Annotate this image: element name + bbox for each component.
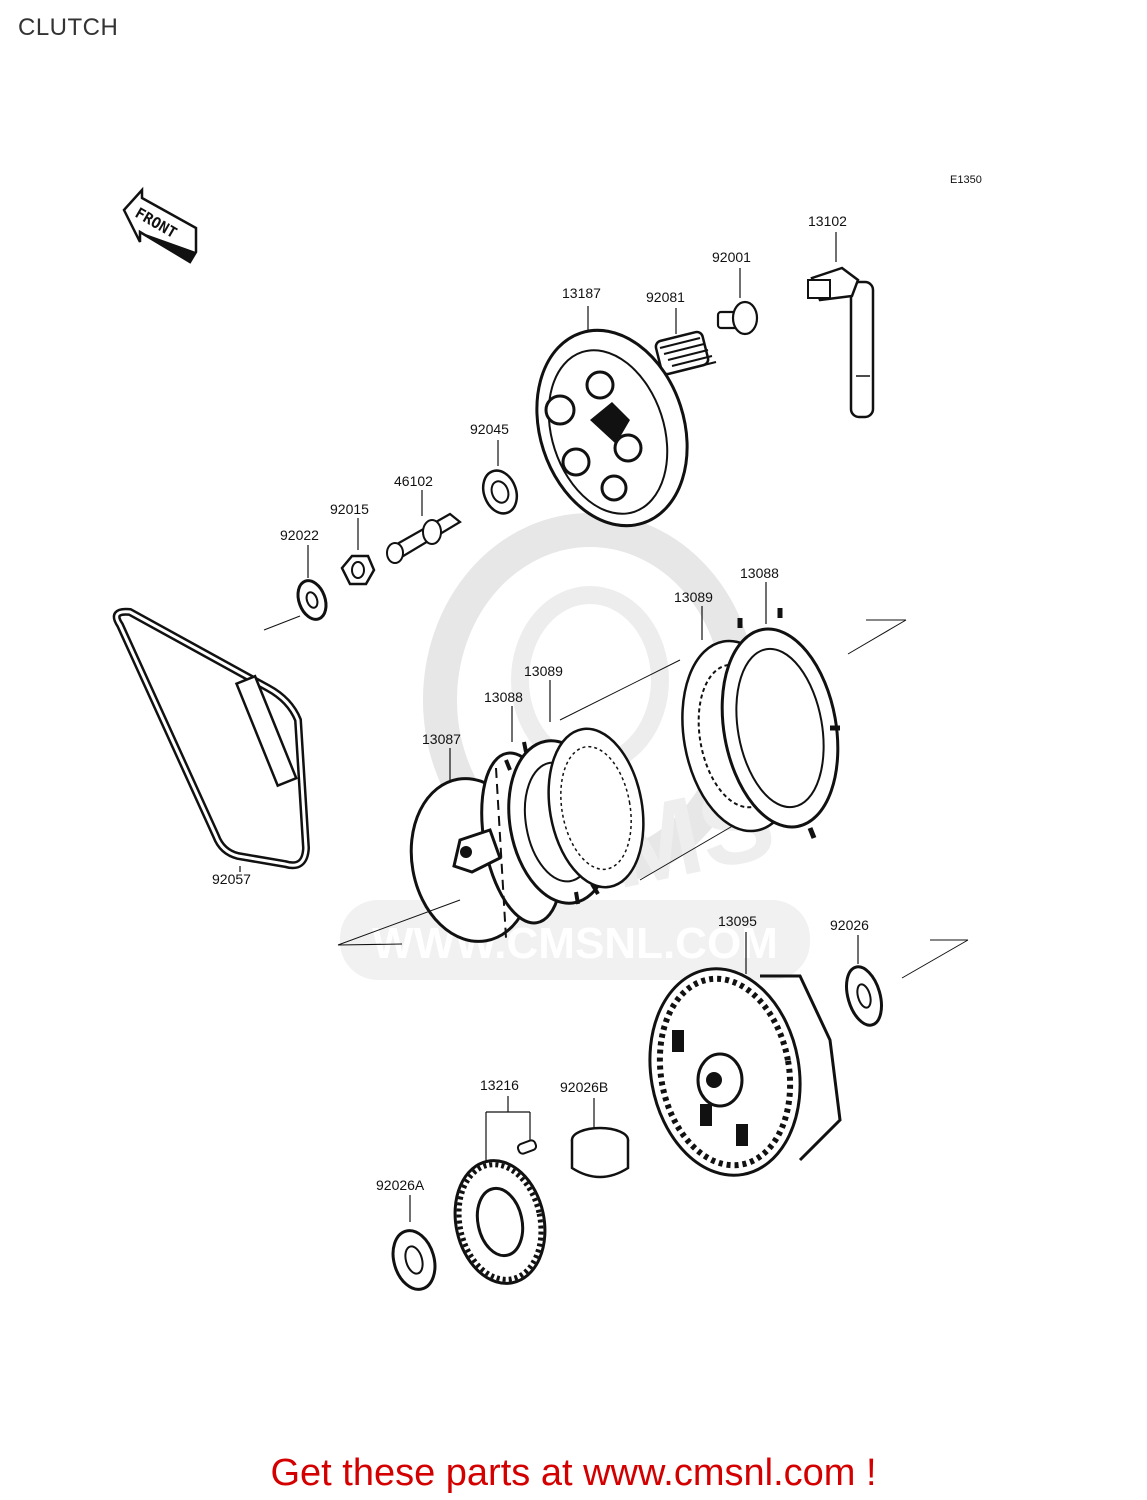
label-92022: 92022	[280, 527, 319, 543]
label-92026A: 92026A	[376, 1177, 425, 1193]
front-arrow-icon: FRONT	[122, 186, 198, 264]
collar	[570, 1098, 630, 1179]
pressure-plate	[535, 306, 689, 528]
label-92081: 92081	[646, 289, 685, 305]
label-13187: 13187	[562, 285, 601, 301]
label-13087: 13087	[422, 731, 461, 747]
parts-diagram: WWW.CMSNL.COM CMS E1350 FRONT	[112, 174, 982, 1291]
label-13216: 13216	[480, 1077, 519, 1093]
page-title: CLUTCH	[18, 14, 119, 41]
release-bearing	[481, 440, 519, 515]
clutch-nut	[340, 518, 376, 586]
push-rod	[386, 490, 462, 564]
label-92001: 92001	[712, 249, 751, 265]
label-13089-outer: 13089	[674, 589, 713, 605]
label-13088-inner: 13088	[484, 689, 523, 705]
clutch-housing	[648, 932, 842, 1177]
push-rod-lever	[807, 232, 875, 419]
oil-pump-chain	[112, 607, 311, 872]
label-13095: 13095	[718, 913, 757, 929]
clutch-spring	[654, 308, 717, 376]
label-92026: 92026	[830, 917, 869, 933]
label-13089-inner: 13089	[524, 663, 563, 679]
part-labels: 13102 92001 13187 92081 92045 46102 9201…	[212, 213, 869, 1193]
washer-a	[391, 1195, 437, 1291]
label-46102: 46102	[394, 473, 433, 489]
washer	[263, 545, 328, 631]
clutch-spring-bolt	[716, 268, 759, 336]
thrust-washer	[845, 935, 969, 1027]
diagram-code: E1350	[950, 174, 982, 186]
label-92026B: 92026B	[560, 1079, 608, 1095]
label-92045: 92045	[470, 421, 509, 437]
footer-link[interactable]: Get these parts at www.cmsnl.com !	[270, 1452, 877, 1494]
label-92015: 92015	[330, 501, 369, 517]
label-13088-outer: 13088	[740, 565, 779, 581]
watermark-url: WWW.CMSNL.COM	[372, 919, 778, 968]
label-13102: 13102	[808, 213, 847, 229]
oil-pump-sprocket	[453, 1096, 547, 1285]
friction-plate-outer	[720, 582, 907, 839]
label-92057: 92057	[212, 871, 251, 887]
